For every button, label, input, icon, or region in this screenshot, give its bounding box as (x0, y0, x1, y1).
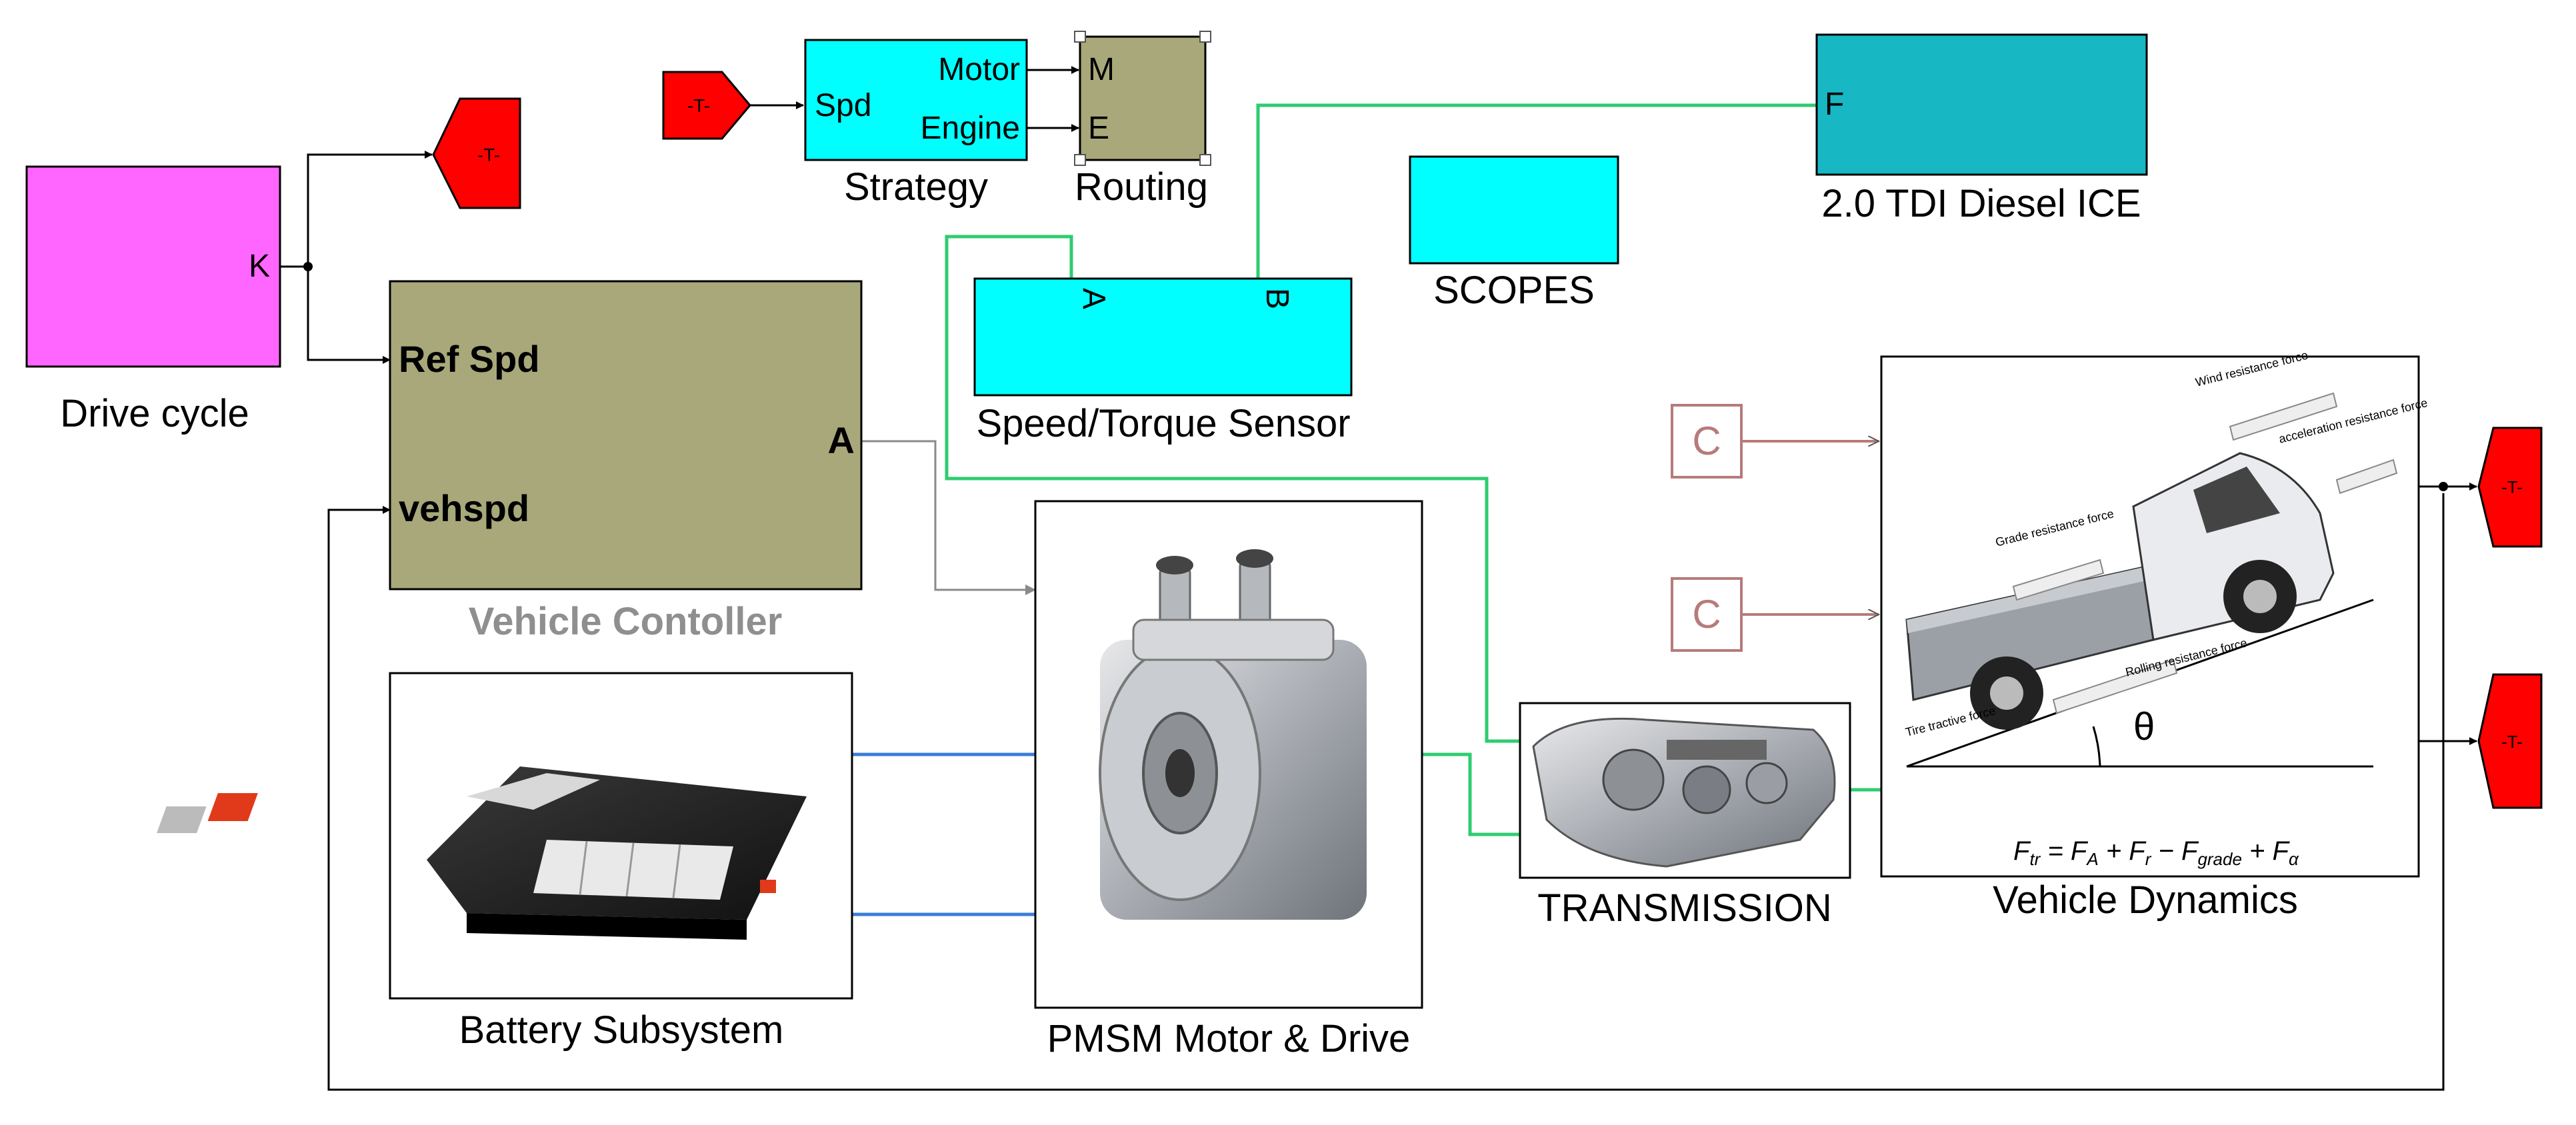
from-tag-strategy[interactable]: -T- (662, 71, 751, 140)
transmission-block[interactable] (1519, 702, 1851, 879)
drive-cycle-port-k: K (249, 249, 270, 284)
strategy-port-motor: Motor (938, 52, 1020, 87)
scopes-label: SCOPES (1433, 269, 1595, 312)
wire-motor-transmission (1421, 752, 1520, 836)
motor-block[interactable] (1034, 500, 1423, 1009)
strategy-block[interactable]: Spd Motor Engine (804, 39, 1028, 161)
goto-tag-3[interactable]: -T- (2477, 673, 2543, 809)
goto-tag-1-label: -T- (477, 145, 500, 165)
motor-label: PMSM Motor & Drive (1047, 1017, 1411, 1060)
wire-drive-cycle (280, 151, 433, 364)
wire-ice-sensor (1256, 103, 1817, 280)
wire-controller-motor (861, 440, 1036, 595)
sensor-block[interactable]: A B (973, 277, 1353, 397)
controller-port-veh: vehspd (399, 487, 529, 529)
strategy-port-spd: Spd (815, 88, 871, 123)
battery-label: Battery Subsystem (459, 1008, 784, 1052)
drive-cycle-block[interactable]: K (25, 165, 281, 368)
motor-image (1099, 549, 1367, 920)
ice-port-f: F (1825, 87, 1844, 122)
strategy-label: Strategy (844, 165, 988, 209)
const-block-1[interactable]: C (1671, 404, 1743, 479)
scopes-block[interactable] (1409, 155, 1619, 265)
goto-tag-2-label: -T- (2501, 477, 2523, 497)
controller-port-a: A (828, 419, 855, 461)
battery-pack-image (157, 766, 807, 940)
routing-port-m: M (1088, 52, 1115, 87)
drive-cycle-label: Drive cycle (60, 392, 249, 435)
controller-label: Vehicle Contoller (469, 600, 783, 643)
const-block-2[interactable]: C (1671, 577, 1743, 652)
battery-block[interactable] (157, 672, 853, 1000)
routing-port-e: E (1088, 111, 1109, 146)
const-block-1-label: C (1692, 419, 1721, 463)
wire-dynamics-outputs (2419, 482, 2477, 745)
routing-label: Routing (1075, 165, 1208, 209)
sensor-port-b: B (1259, 288, 1295, 309)
sensor-port-a: A (1076, 288, 1111, 309)
ice-label: 2.0 TDI Diesel ICE (1821, 182, 2141, 225)
dynamics-label: Vehicle Dynamics (1993, 878, 2298, 922)
goto-tag-2[interactable]: -T- (2477, 427, 2543, 548)
routing-block[interactable]: M E (1074, 31, 1211, 166)
const-block-2-label: C (1692, 592, 1721, 636)
strategy-port-engine: Engine (921, 111, 1020, 146)
wire-feedback-vehspd (327, 493, 2445, 1091)
goto-tag-3-label: -T- (2501, 732, 2523, 752)
goto-tag-1[interactable]: -T- (432, 97, 521, 209)
controller-block[interactable]: Ref Spd vehspd A (389, 280, 863, 590)
transmission-label: TRANSMISSION (1537, 886, 1832, 930)
theta-symbol: θ (2133, 705, 2155, 748)
controller-port-ref: Ref Spd (399, 338, 540, 380)
from-tag-strategy-label: -T- (687, 95, 710, 116)
dynamics-block[interactable]: Grade resistance force Wind resistance f… (1880, 349, 2429, 878)
ice-block[interactable]: F (1815, 33, 2148, 176)
wire-sensor-transmission (945, 235, 1520, 743)
transmission-image (1532, 717, 1836, 868)
sensor-label: Speed/Torque Sensor (976, 402, 1350, 445)
tractive-equation: Ftr = FA + Fr − Fgrade + Fα (2013, 836, 2299, 869)
vehicle-truck-image (1905, 392, 2398, 768)
